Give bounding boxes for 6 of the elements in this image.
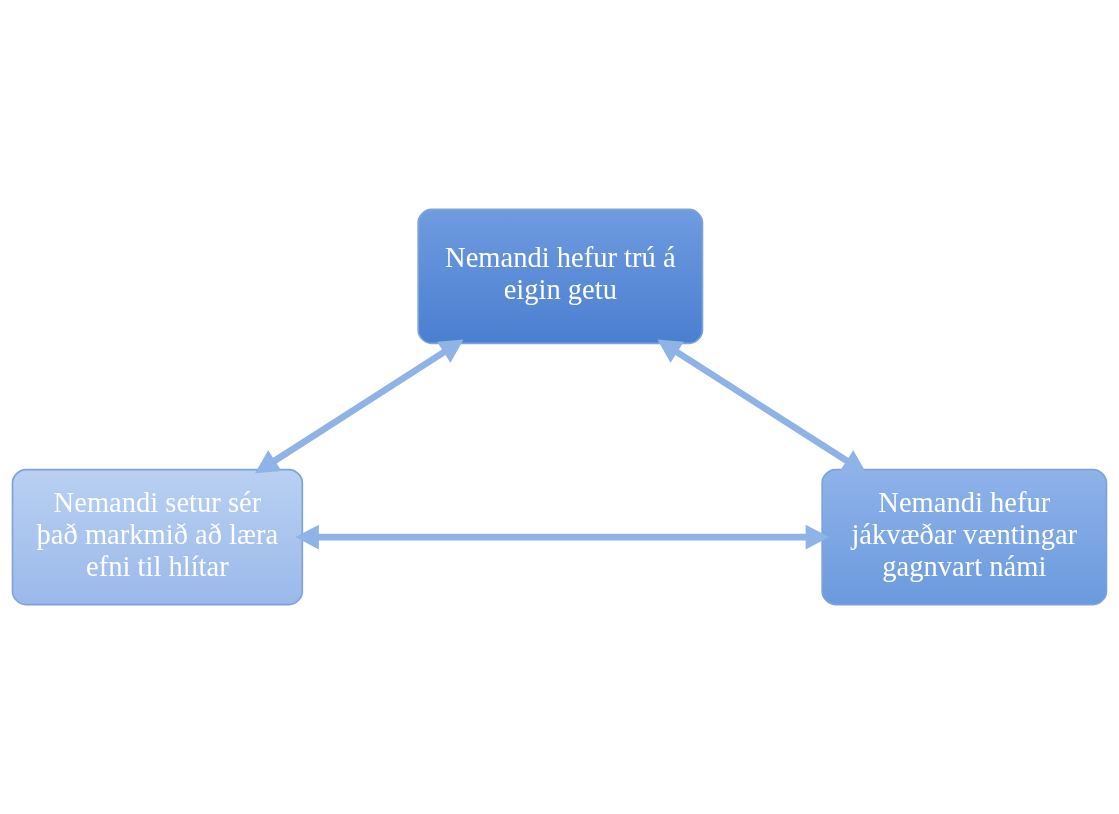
arrow: [255, 339, 464, 474]
node-box: Nemandi setur sér það markmið að læra efni til hlítar: [11, 468, 304, 606]
arrow: [657, 339, 867, 474]
node-box: Nemandi hefur jákvæðar væntingar gagnvart námi: [821, 468, 1108, 606]
node-box: Nemandi hefur trú á eigin getu: [417, 208, 704, 345]
arrow: [295, 524, 830, 550]
